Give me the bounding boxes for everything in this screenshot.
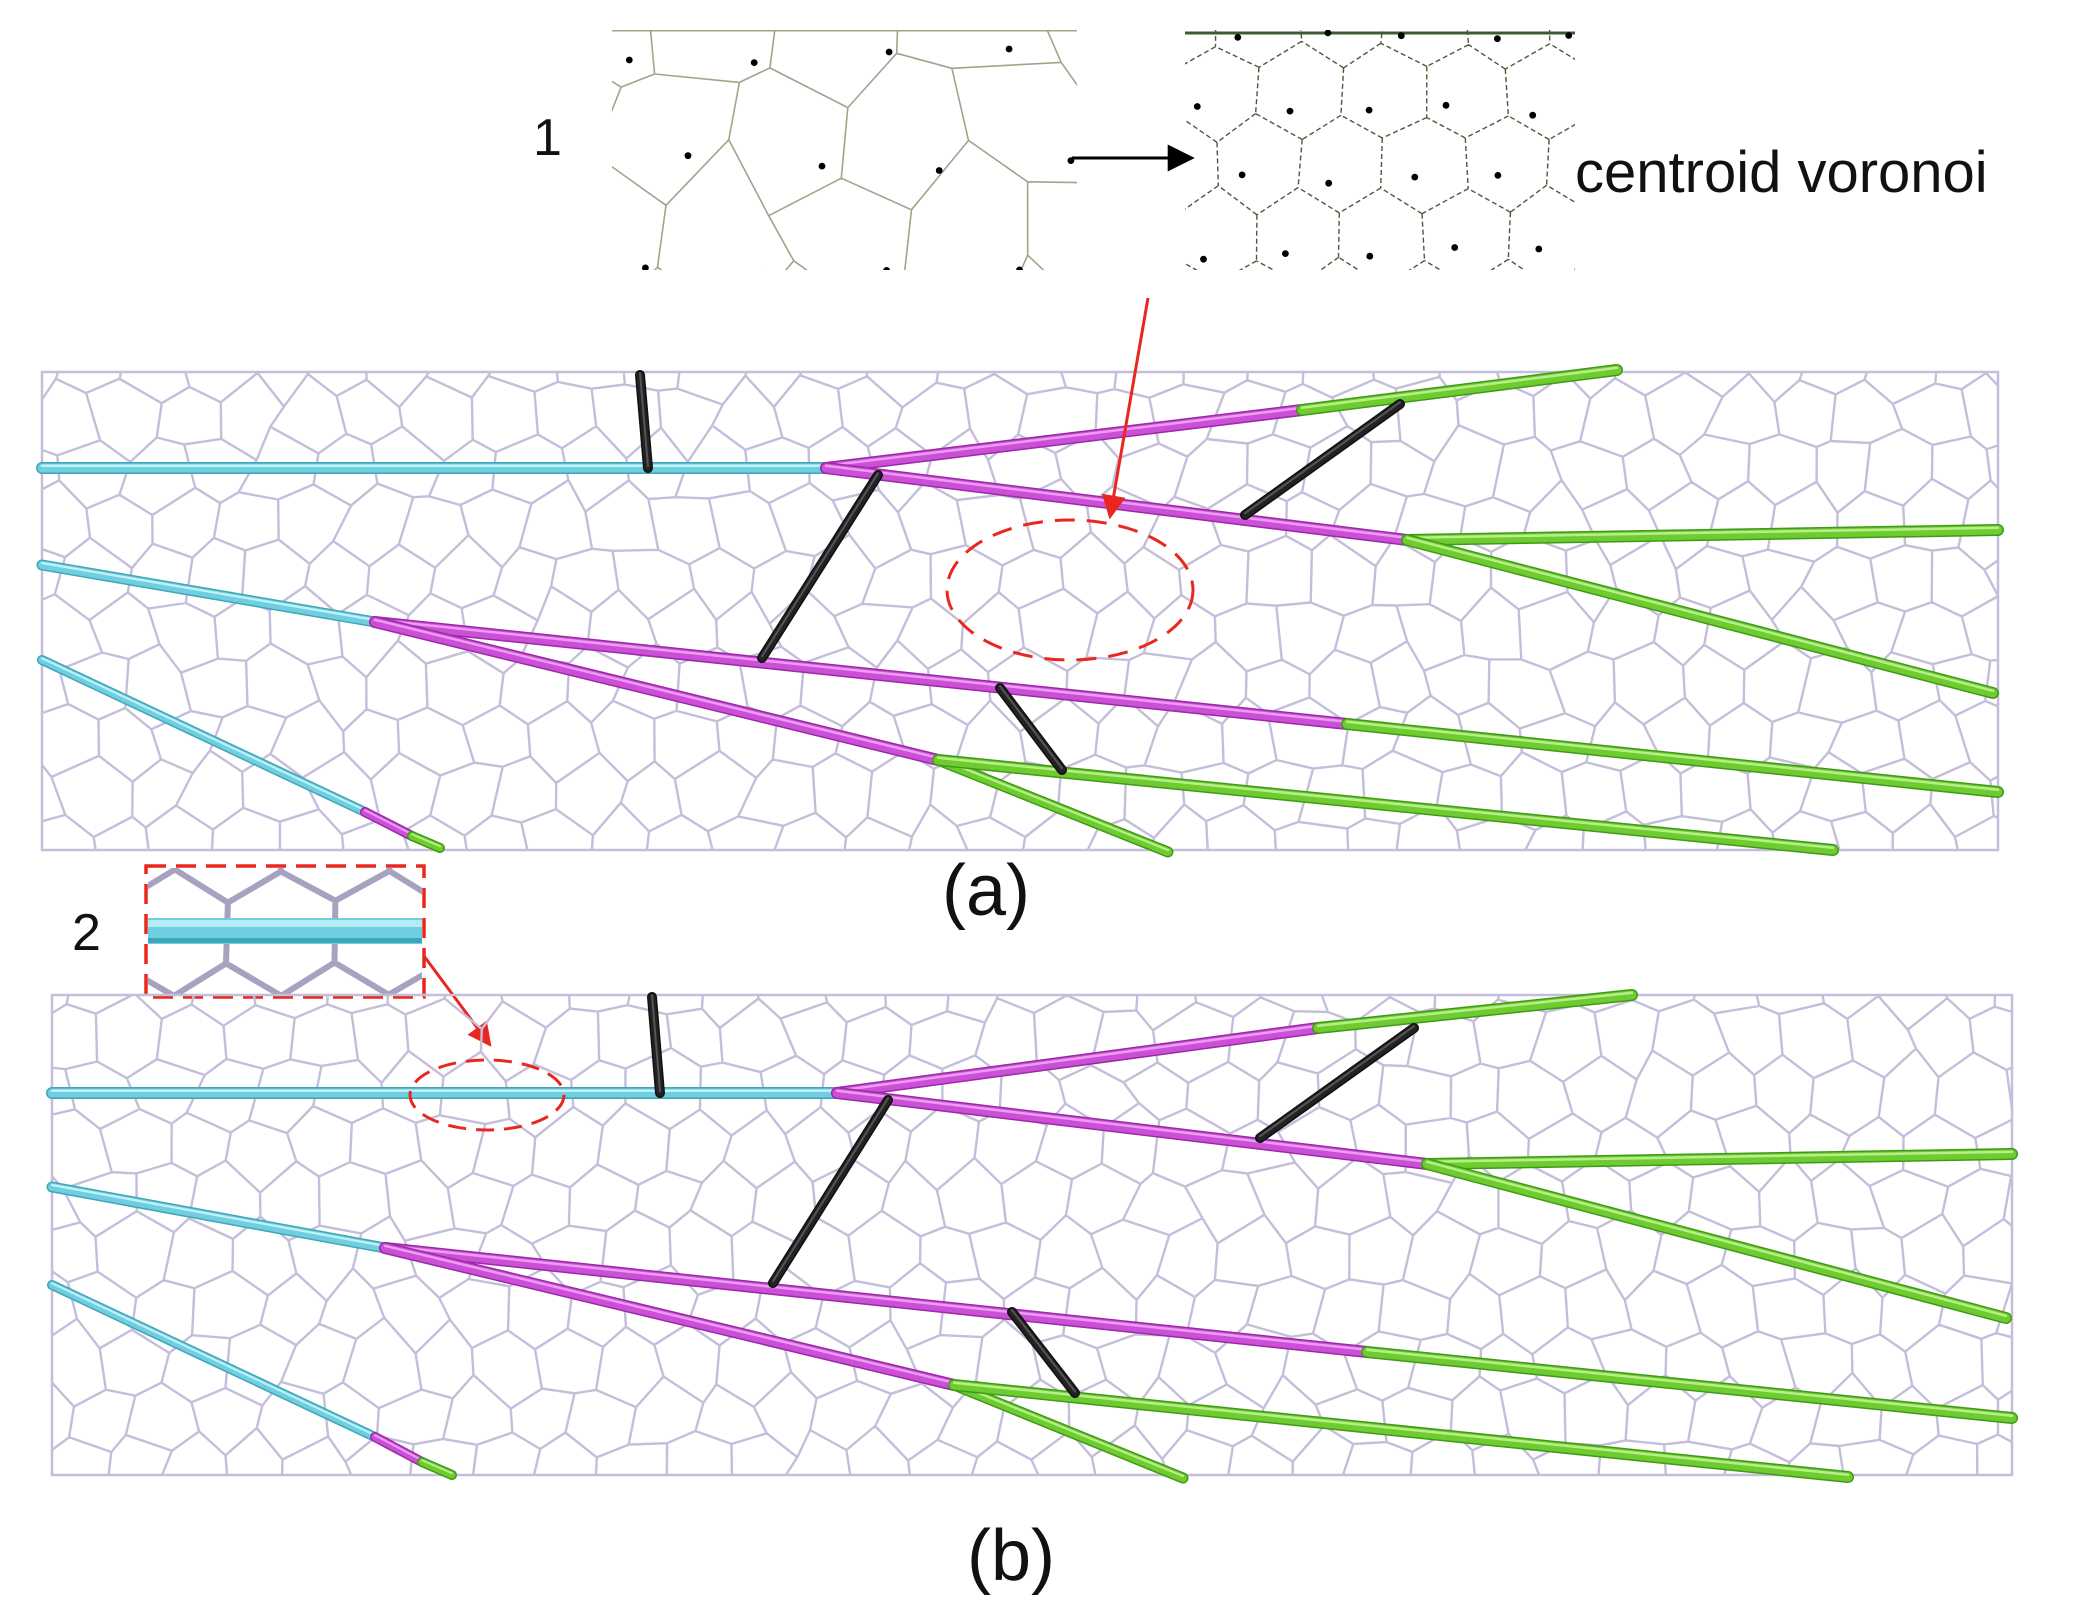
step1-label: 1 — [533, 109, 562, 167]
centroid-voronoi-seeds — [1193, 30, 1573, 263]
crack-green-segment — [407, 831, 445, 853]
step2-label: 2 — [72, 904, 101, 962]
crack-green-segment — [417, 1457, 457, 1480]
crack-green-segment — [1361, 1346, 2018, 1424]
step2-group: 2 — [72, 864, 492, 1047]
crack-green-segment — [1341, 718, 2004, 798]
panel-b: (b) — [46, 989, 2018, 1596]
crack-black-segment — [757, 470, 883, 663]
step1-group: 1 centroid voronoi — [533, 30, 1988, 270]
crack-green-segment — [948, 1379, 1189, 1484]
crack-green-segment — [1421, 1148, 2018, 1170]
panel-a: (a) — [36, 297, 2004, 931]
crack-cyan-segment — [37, 655, 370, 817]
crack-green-segment — [1421, 1158, 2012, 1324]
crack-black-segment — [768, 1095, 893, 1288]
crack-cyan-segment — [47, 1280, 380, 1442]
red-arrow-icon — [1101, 297, 1150, 520]
crack-magenta-segment — [831, 1087, 1433, 1170]
crack-black-segment — [647, 992, 665, 1098]
crack-green-segment — [932, 754, 1839, 856]
centroid-voronoi-label: centroid voronoi — [1575, 140, 1988, 205]
crack-magenta-segment — [369, 616, 944, 766]
panel-b-label: (b) — [967, 1516, 1055, 1596]
crack-magenta-segment — [370, 1432, 427, 1467]
crack-cyan-segment — [46, 1181, 391, 1254]
panel-a-border — [40, 370, 2000, 852]
centroid-voronoi-sample — [1185, 30, 1575, 270]
inset-border — [144, 864, 426, 999]
crack-black-segment — [635, 370, 653, 473]
crack-cyan-segment — [36, 559, 381, 628]
crack-magenta-segment — [820, 404, 1308, 474]
panel-b-cracks — [46, 989, 2018, 1484]
crack-green-segment — [1401, 524, 2004, 546]
crack-green-segment — [932, 754, 1174, 858]
crack-black-segment — [1255, 1023, 1419, 1143]
panel-a-label: (a) — [942, 851, 1030, 931]
crack-green-segment — [1401, 534, 1999, 699]
crack-cyan-segment — [36, 462, 832, 474]
crack-magenta-segment — [360, 807, 417, 841]
crack-cyan-segment — [46, 1087, 843, 1099]
panel-b-mesh — [52, 995, 2012, 1475]
crack-black-segment — [995, 683, 1067, 775]
crack-magenta-segment — [379, 1242, 1373, 1358]
crack-magenta-segment — [379, 1242, 960, 1391]
crack-green-segment — [948, 1379, 1854, 1483]
crack-green-segment — [1296, 364, 1623, 416]
panel-b-border — [50, 993, 2014, 1477]
red-arrow-icon — [422, 955, 492, 1047]
crack-magenta-segment — [369, 616, 1353, 730]
highlight-ellipse-a — [945, 518, 1195, 662]
crack-black-segment — [1240, 399, 1405, 520]
crack-black-segment — [1007, 1307, 1080, 1398]
crack-magenta-segment — [831, 1022, 1324, 1099]
highlight-ellipse-b — [408, 1058, 566, 1132]
centroid-voronoi-cells — [1185, 30, 1575, 270]
crack-green-segment — [1312, 989, 1638, 1034]
inset-detail — [148, 868, 422, 995]
